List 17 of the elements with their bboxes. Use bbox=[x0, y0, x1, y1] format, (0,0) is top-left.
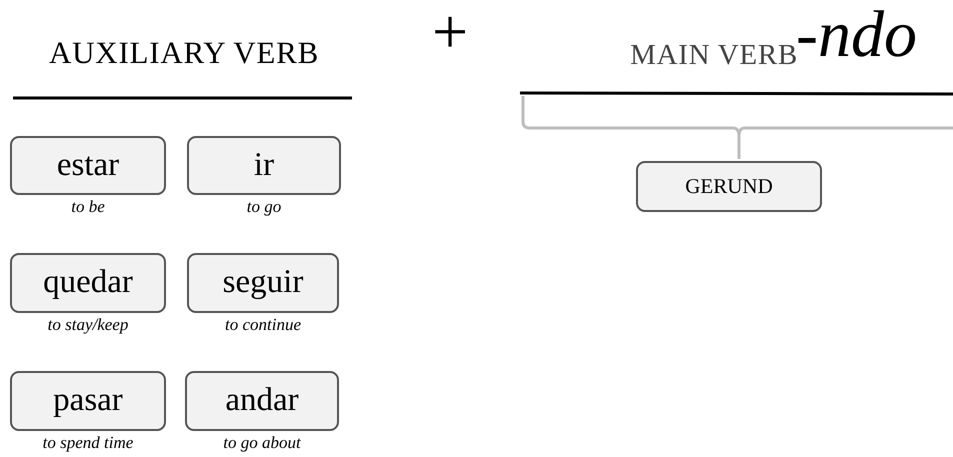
verb-box: estar bbox=[10, 136, 166, 195]
plus-sign: + bbox=[430, 0, 470, 64]
verb-box: seguir bbox=[187, 253, 339, 313]
verb-box: ir bbox=[187, 136, 341, 195]
label-box: GERUND bbox=[636, 161, 822, 212]
translation: to be bbox=[70, 196, 106, 218]
verb-box: quedar bbox=[10, 253, 166, 313]
translation: to continue bbox=[224, 314, 302, 336]
suffix: -ndo bbox=[796, 2, 917, 68]
translation: to go bbox=[246, 196, 282, 218]
heading: AUXILIARY VERB bbox=[48, 34, 320, 72]
verb-box: andar bbox=[185, 371, 339, 431]
verb-box: pasar bbox=[10, 371, 166, 431]
translation: to go about bbox=[222, 432, 302, 454]
translation: to spend time bbox=[42, 432, 134, 454]
translation: to stay/keep bbox=[46, 314, 130, 336]
heading: MAIN VERB bbox=[629, 38, 798, 73]
